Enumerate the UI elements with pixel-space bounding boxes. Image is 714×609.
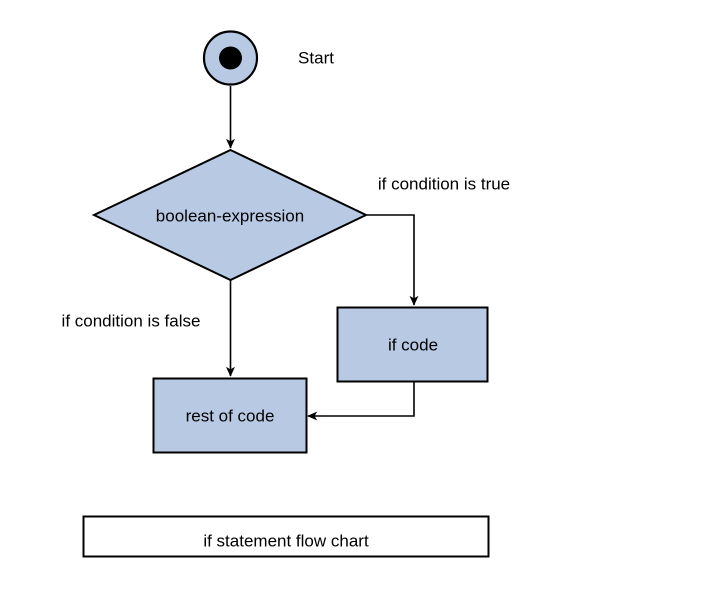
if-code-label: if code xyxy=(387,335,439,355)
start-inner-dot-icon xyxy=(219,46,242,70)
caption-rect xyxy=(82,515,490,558)
edge-condition-true xyxy=(367,214,419,306)
edge-if-code-to-rest xyxy=(307,382,415,421)
condition-label: boolean-expression xyxy=(155,206,305,226)
caption-text: if statement flow chart xyxy=(203,531,369,551)
node-rest-of-code[interactable] xyxy=(152,377,308,454)
edge-label-condition-true: if condition is true xyxy=(377,174,511,194)
edge-label-condition-false: if condition is false xyxy=(61,311,201,331)
caption-box xyxy=(82,515,490,558)
if-code-rect xyxy=(336,306,489,383)
edge-line xyxy=(307,382,415,421)
node-start[interactable] xyxy=(202,30,259,86)
rest-of-code-rect xyxy=(152,377,308,454)
rest-of-code-label: rest of code xyxy=(185,406,275,426)
start-label: Start xyxy=(298,48,334,68)
edge-line xyxy=(367,214,419,306)
node-if-code[interactable] xyxy=(336,306,489,383)
diamond-shape xyxy=(91,148,369,282)
node-condition[interactable] xyxy=(91,148,369,282)
